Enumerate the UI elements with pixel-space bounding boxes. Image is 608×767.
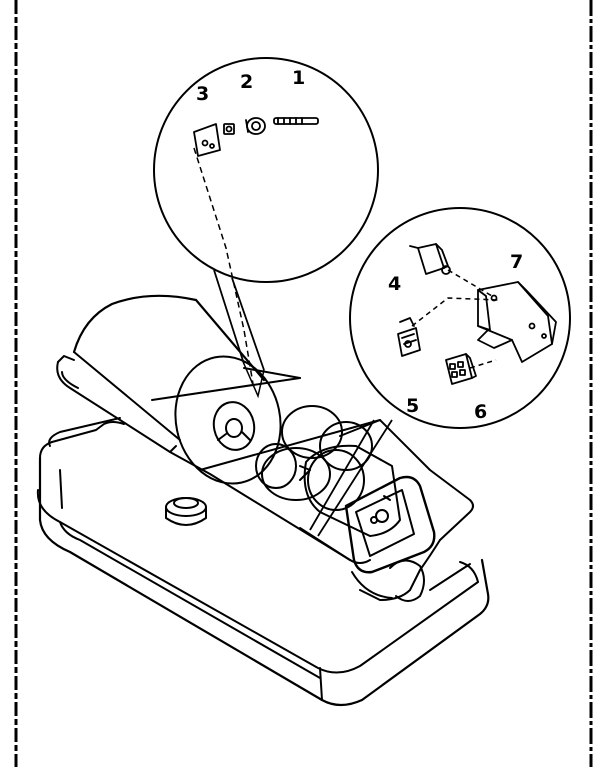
leader-upper-circle-right xyxy=(231,277,265,371)
leader-lower-circle-right xyxy=(317,419,393,537)
part-2-nut xyxy=(245,117,266,135)
callout-6: 6 xyxy=(474,401,487,423)
leader-upper-target xyxy=(243,363,265,399)
control-panel xyxy=(344,475,436,574)
detail-circle-lower: 4 5 6 7 xyxy=(309,207,571,537)
front-foot xyxy=(351,559,425,602)
leader-part-6 xyxy=(469,359,497,369)
detail-circle-upper: 1 2 3 xyxy=(153,57,379,399)
page-border xyxy=(14,0,593,767)
leader-part-5 xyxy=(411,297,499,327)
leader-part-3 xyxy=(193,147,255,391)
combustion-chamber xyxy=(299,444,401,537)
callout-2: 2 xyxy=(240,71,253,93)
part-5-connector xyxy=(397,317,421,357)
housing-shroud xyxy=(56,355,474,601)
part-7-bracket xyxy=(477,281,557,363)
leader-part-4 xyxy=(447,269,493,297)
motor-cylinder xyxy=(72,294,282,485)
part-6-terminal xyxy=(445,353,477,385)
detail-circle-lower-outline xyxy=(349,207,571,429)
fuel-cap xyxy=(165,497,207,526)
callout-1: 1 xyxy=(292,67,305,89)
callout-5: 5 xyxy=(406,395,419,417)
leader-upper-circle-left xyxy=(213,269,245,365)
cover-rail xyxy=(151,367,381,471)
heater-body xyxy=(36,294,490,707)
callout-3: 3 xyxy=(196,83,209,105)
detail-circle-upper-outline xyxy=(153,57,379,283)
fuel-tank xyxy=(36,417,490,707)
part-4-switch xyxy=(409,243,451,275)
callout-4: 4 xyxy=(388,273,401,295)
fan-blades xyxy=(255,405,373,501)
callout-7: 7 xyxy=(510,251,523,273)
leader-lower-circle-left xyxy=(309,419,375,531)
part-1-screw xyxy=(273,117,319,125)
part-3-bracket xyxy=(193,123,235,157)
